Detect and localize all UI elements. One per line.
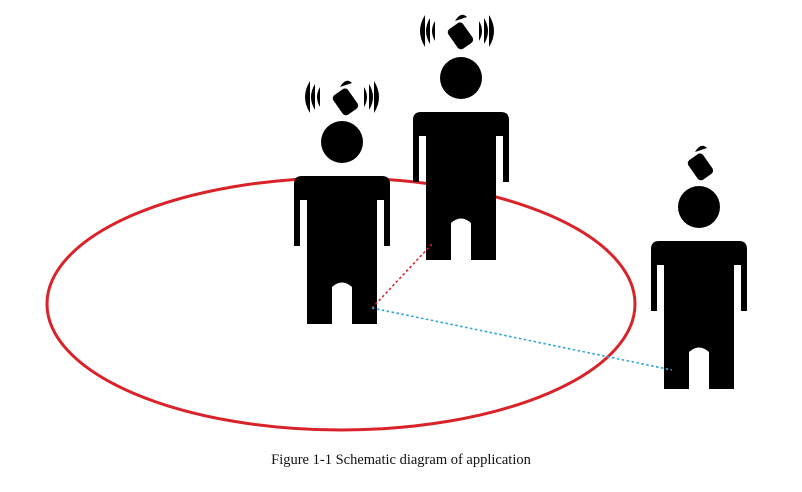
rfid-tag-icon [686, 145, 715, 182]
person-figure-right [651, 186, 747, 389]
rfid-tag-icon [446, 14, 475, 51]
blue-dotted-link [371, 307, 673, 371]
red-dotted-link [371, 242, 434, 309]
person-figure-left [294, 121, 390, 324]
figure-caption: Figure 1-1 Schematic diagram of applicat… [271, 452, 531, 468]
person-figure-center [413, 57, 509, 260]
rfid-tag-icon [331, 80, 360, 117]
